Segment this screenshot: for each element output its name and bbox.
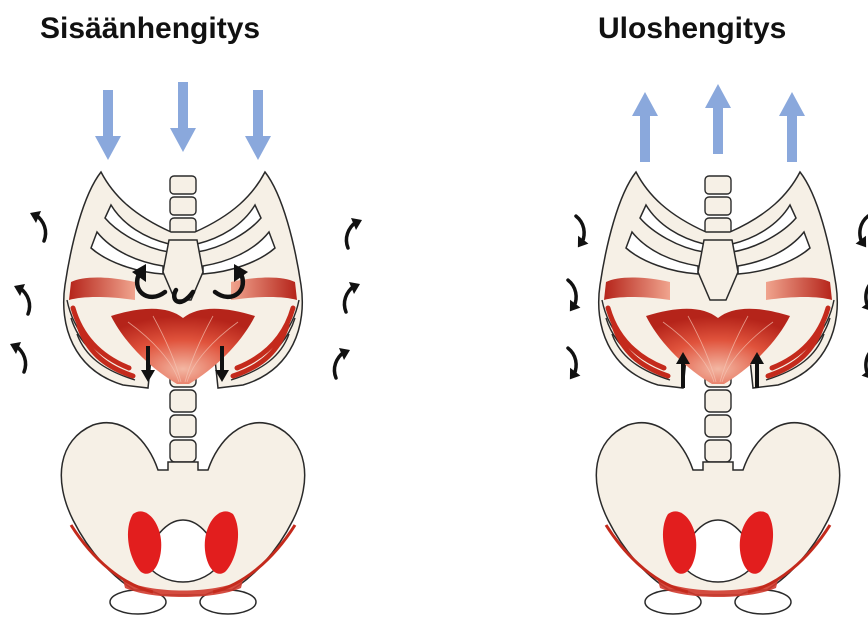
air-in-arrow-icon	[95, 82, 271, 160]
air-out-arrow-icon	[632, 84, 805, 162]
exhalation-panel	[556, 84, 868, 614]
inhalation-panel	[10, 82, 362, 614]
